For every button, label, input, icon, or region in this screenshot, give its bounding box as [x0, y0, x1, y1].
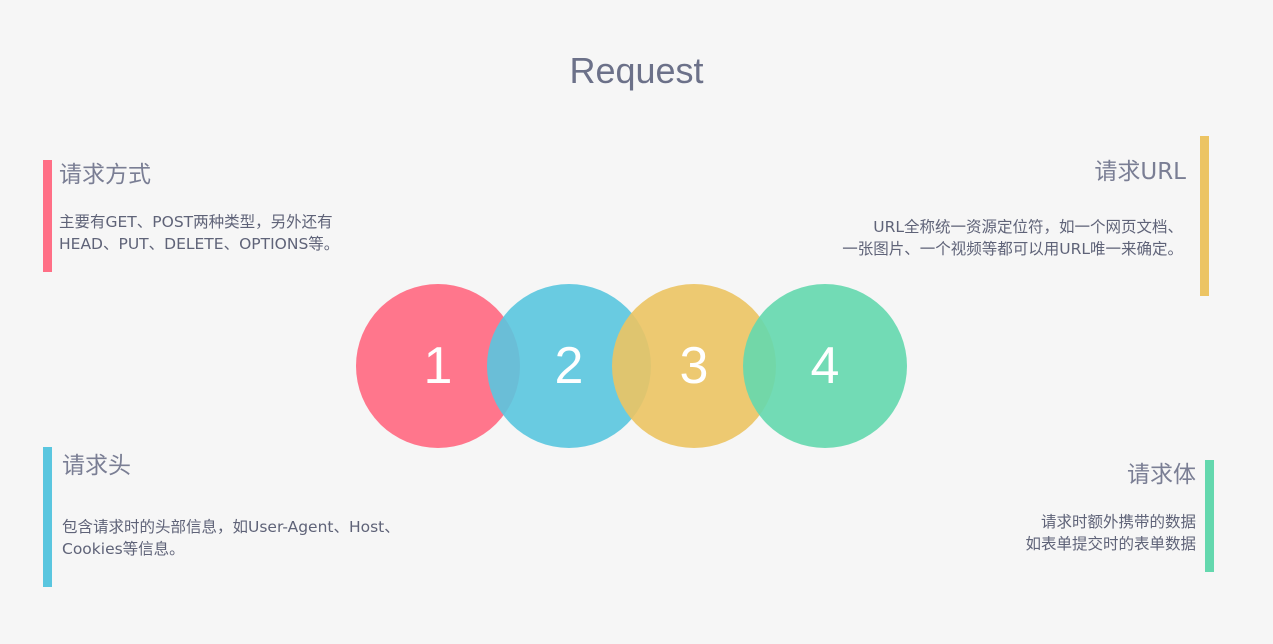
method-line-2: HEAD、PUT、DELETE、OPTIONS等。 [59, 235, 340, 253]
accent-bar-headers [43, 447, 52, 587]
body-line-1: 请求时额外携带的数据 [1040, 513, 1196, 531]
method-line-1: 主要有GET、POST两种类型，另外还有 [59, 213, 333, 231]
method-description: 主要有GET、POST两种类型，另外还有 HEAD、PUT、DELETE、OPT… [59, 211, 339, 255]
body-description: 请求时额外携带的数据 如表单提交时的表单数据 [1025, 511, 1196, 555]
url-line-1: URL全称统一资源定位符，如一个网页文档、 [873, 218, 1183, 236]
accent-bar-url [1200, 136, 1209, 296]
headers-heading: 请求头 [62, 453, 131, 479]
method-heading: 请求方式 [59, 162, 151, 188]
accent-bar-body [1205, 460, 1214, 572]
body-line-2: 如表单提交时的表单数据 [1025, 535, 1196, 553]
circle-4: 4 [743, 284, 907, 448]
headers-line-2: Cookies等信息。 [62, 540, 185, 558]
url-description: URL全称统一资源定位符，如一个网页文档、 一张图片、一个视频等都可以用URL唯… [842, 216, 1183, 260]
url-heading: 请求URL [1094, 159, 1186, 185]
page-title: Request [569, 50, 704, 91]
headers-line-1: 包含请求时的头部信息，如User-Agent、Host、 [62, 518, 400, 536]
accent-bar-method [43, 160, 52, 272]
body-heading: 请求体 [1127, 462, 1196, 488]
headers-description: 包含请求时的头部信息，如User-Agent、Host、 Cookies等信息。 [62, 516, 400, 560]
url-line-2: 一张图片、一个视频等都可以用URL唯一来确定。 [842, 240, 1183, 258]
